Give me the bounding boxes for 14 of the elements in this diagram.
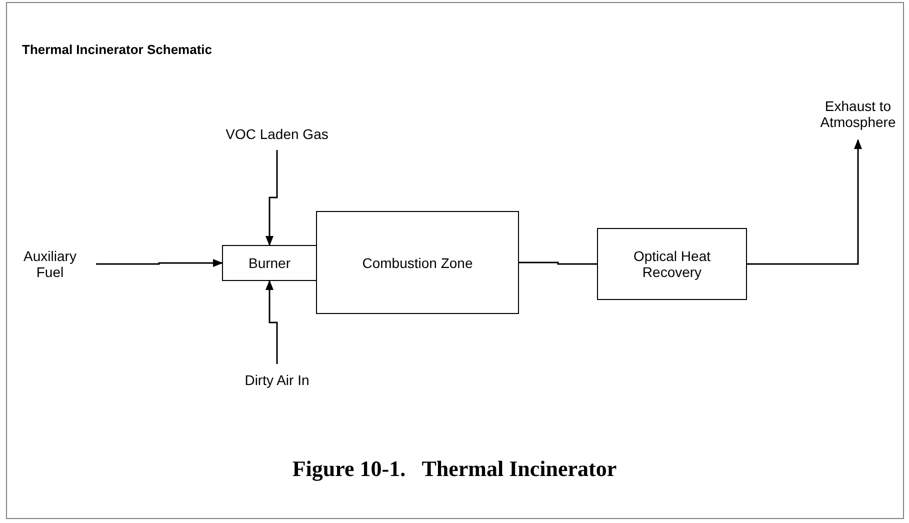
arrow <box>747 139 862 265</box>
connector-line <box>519 262 597 265</box>
process-box: Optical Heat Recovery <box>597 228 747 300</box>
process-box: Combustion Zone <box>316 211 519 314</box>
diagram-title: Thermal Incinerator Schematic <box>22 41 212 59</box>
arrow <box>266 280 278 364</box>
flow-label: Dirty Air In <box>197 370 357 390</box>
flow-label: Exhaust to Atmosphere <box>805 94 909 134</box>
flow-label: VOC Laden Gas <box>187 124 367 144</box>
flow-label: Auxiliary Fuel <box>10 244 90 284</box>
arrow <box>266 150 278 246</box>
process-box: Burner <box>222 245 317 281</box>
arrow <box>96 259 223 267</box>
figure-caption: Figure 10-1. Thermal Incinerator <box>291 455 618 483</box>
